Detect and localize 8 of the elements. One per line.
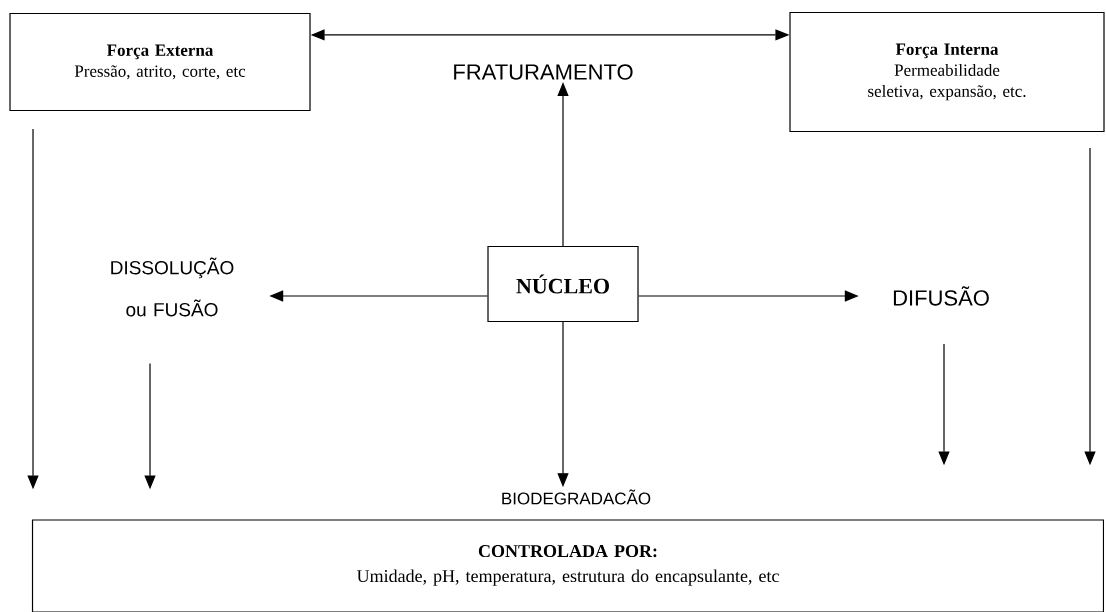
text-box: Força Interna Permeabilidade seletiva, expansão, etc. — [789, 11, 1105, 133]
process-label: DIFUSÃO — [893, 286, 989, 306]
text-box: Força Externa Pressão, atrito, corte, etc — [9, 12, 311, 112]
core-box: NÚCLEO — [487, 245, 639, 323]
process-label: FRATURAMENTO — [454, 64, 633, 80]
text-box: CONTROLADA POR: Umidade, pH, temperatura, estrutura do encapsulante, etc — [31, 519, 1105, 612]
process-label: DISSOLUÇÃO ou FUSÃO — [111, 257, 234, 317]
process-label: BIODEGRADACÃO — [502, 489, 651, 505]
